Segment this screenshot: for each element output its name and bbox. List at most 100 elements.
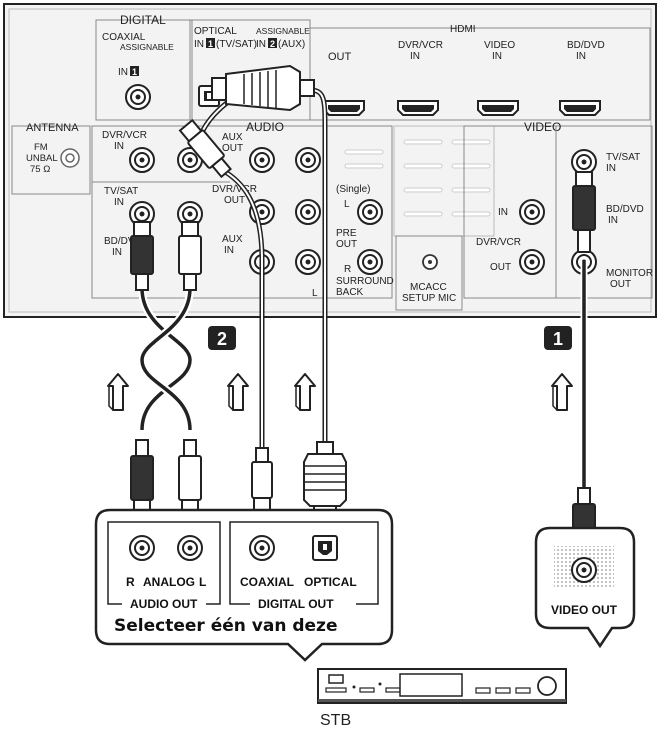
stb-coaxial-jack[interactable] (249, 535, 275, 561)
stb-device: STB (317, 668, 567, 729)
select-one-caption: Selecteer één van deze (114, 616, 337, 636)
aux-l-bottom-label: L (312, 288, 318, 299)
aux-out-label: AUX (222, 132, 243, 143)
arrow-up-icon (107, 373, 129, 411)
video-label: VIDEO (524, 120, 561, 134)
stb-digital-out-label: DIGITAL OUT (258, 597, 334, 611)
step-marker-2: 2 (208, 326, 236, 350)
hdmi-bd-label: BD/DVD (567, 40, 605, 51)
bd-dvd-video-label: BD/DVD (606, 204, 644, 215)
audio-section: AUDIO DVR/VCR IN AUX OUT DVR/VCR OUT TV/… (91, 120, 394, 299)
hdmi-out-port[interactable] (323, 100, 365, 116)
video-section: VIDEO TV/SAT IN BD/DVD IN IN DVR/VCR OUT… (463, 120, 653, 299)
optical-in2-text: (AUX) (278, 39, 305, 50)
coaxial-label: COAXIAL (102, 32, 146, 43)
analog-r-plug-top (130, 221, 154, 291)
step-1-number: 1 (553, 329, 563, 349)
surround-r-label: R (344, 264, 351, 275)
video-in-label: IN (498, 207, 508, 218)
digital-label: DIGITAL (120, 13, 166, 27)
bd-dvd-video-in: IN (608, 215, 618, 226)
optical-in1-text: (TV/SAT) (216, 39, 257, 50)
speaker-terminal-area (393, 125, 495, 237)
hdmi-bd-port[interactable] (559, 100, 601, 116)
bd-dvd-audio-label: BD/DVD (104, 236, 142, 247)
surround-back-r-jack[interactable] (357, 249, 383, 275)
optical-in2-label: IN (256, 39, 266, 50)
aux-in-l-jack[interactable] (295, 249, 321, 275)
stb-coaxial-label: COAXIAL (240, 575, 294, 589)
tv-sat-audio-in: IN (114, 197, 124, 208)
aux-out-l-jack[interactable] (295, 147, 321, 173)
arrow-up-icon (551, 373, 573, 411)
dvr-vcr-video-out-jack[interactable] (519, 249, 545, 275)
optical-assignable: ASSIGNABLE (256, 26, 310, 36)
hdmi-video-in: IN (492, 51, 502, 62)
pre-out-label: OUT (336, 239, 357, 250)
hdmi-label: HDMI (450, 24, 476, 35)
arrow-up-icon (227, 373, 249, 411)
hdmi-dvr-in: IN (410, 51, 420, 62)
fm-antenna-jack[interactable] (60, 148, 80, 168)
aux-out-r-jack[interactable] (249, 147, 275, 173)
tv-sat-video-in-jack[interactable] (571, 149, 597, 175)
dvr-vcr-video-in-jack[interactable] (519, 199, 545, 225)
stb-optical-port[interactable] (312, 535, 338, 561)
back-label: BACK (336, 287, 364, 298)
dvr-vcr-video-label: DVR/VCR (476, 237, 521, 248)
ohm-label: 75 Ω (30, 164, 50, 175)
tv-sat-audio-label: TV/SAT (104, 186, 138, 197)
dvr-vcr-out-label: DVR/VCR (212, 184, 257, 195)
hdmi-bd-in: IN (576, 51, 586, 62)
coax-in1-label: IN (118, 67, 128, 78)
hdmi-dvr-port[interactable] (397, 100, 439, 116)
tv-sat-video-in: IN (606, 163, 616, 174)
stb-analog-r-jack[interactable] (129, 535, 155, 561)
arrow-up-icon (294, 373, 316, 411)
stb-video-out-label: VIDEO OUT (551, 603, 618, 617)
hdmi-video-port[interactable] (477, 100, 519, 116)
stb-r-label: R (126, 575, 135, 589)
pre-out-l-jack[interactable] (357, 199, 383, 225)
pre-l-label: L (344, 199, 350, 210)
stb-audio-out-label: AUDIO OUT (130, 597, 198, 611)
stb-analog-l-jack[interactable] (177, 535, 203, 561)
analog-cable-r (140, 287, 192, 431)
coaxial-in1-jack[interactable] (125, 84, 151, 110)
aux-out-label2: OUT (222, 143, 243, 154)
receiver-rear-panel: DIGITAL COAXIAL ASSIGNABLE IN 1 OPTICAL … (3, 3, 657, 318)
monitor-out-label2: OUT (610, 279, 631, 290)
surround-label: SURROUND (336, 276, 394, 287)
coax-in1-num: 1 (132, 67, 137, 77)
stb-analog-label: ANALOG (143, 575, 195, 589)
audio-label: AUDIO (246, 120, 284, 134)
step-marker-1: 1 (544, 326, 572, 350)
stb-optical-label: OPTICAL (304, 575, 357, 589)
optical-label: OPTICAL (194, 26, 237, 37)
bd-dvd-audio-in: IN (112, 247, 122, 258)
mcacc-section: MCACC SETUP MIC (395, 235, 463, 311)
aux-l-jack[interactable] (295, 199, 321, 225)
stb-device-label: STB (320, 712, 351, 729)
antenna-section: ANTENNA FM UNBAL 75 Ω (11, 122, 91, 195)
antenna-label: ANTENNA (26, 122, 79, 134)
hdmi-video-label: VIDEO (484, 40, 515, 51)
stb-l-label: L (199, 575, 206, 589)
tv-sat-video-label: TV/SAT (606, 152, 640, 163)
dvr-vcr-audio-r-jack[interactable] (129, 147, 155, 173)
video-out-label: OUT (490, 262, 511, 273)
fm-label: FM (34, 142, 48, 153)
dvr-vcr-audio-label: DVR/VCR (102, 130, 147, 141)
stb-video-callout: VIDEO OUT (534, 526, 636, 649)
stb-video-out-jack[interactable] (571, 557, 597, 583)
monitor-label: MONITOR (606, 268, 653, 279)
optical-in2-num: 2 (270, 39, 275, 49)
hdmi-out-label: OUT (328, 51, 352, 63)
receiver-plugs (130, 64, 596, 291)
setup-mic-label: SETUP MIC (402, 293, 456, 304)
unbal-label: UNBAL (26, 153, 58, 164)
optical-plug-top (211, 64, 315, 112)
coaxial-cable (221, 169, 263, 455)
